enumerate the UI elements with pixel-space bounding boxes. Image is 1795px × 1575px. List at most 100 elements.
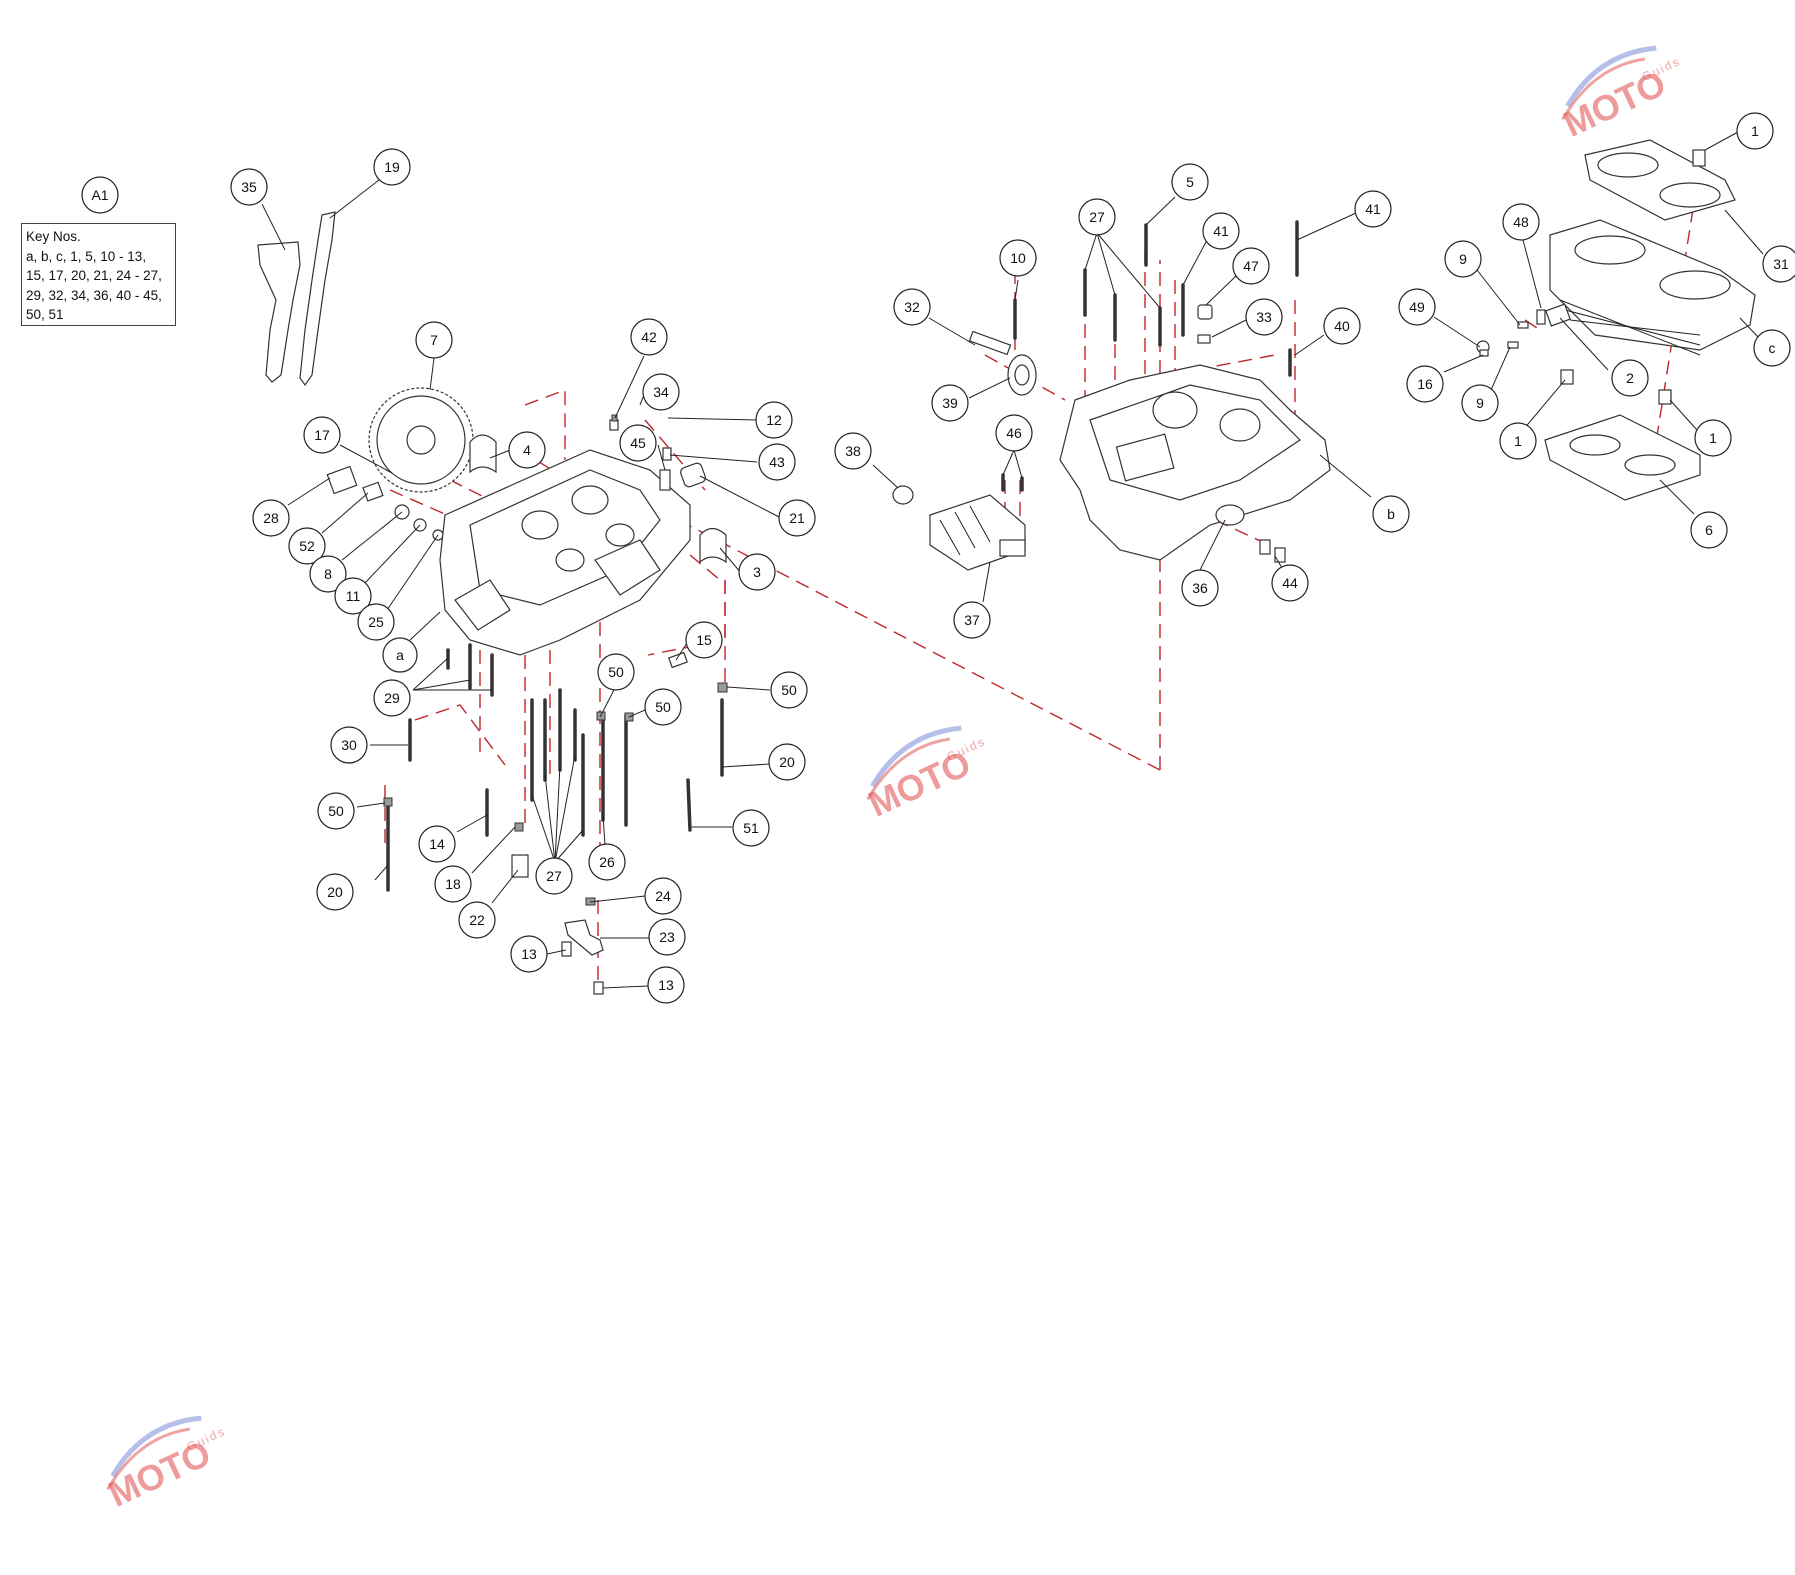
dowel-1a	[1692, 149, 1706, 167]
svg-text:46: 46	[1006, 425, 1022, 441]
svg-text:25: 25	[368, 614, 384, 630]
callout: 50	[644, 688, 682, 726]
svg-text:14: 14	[429, 836, 445, 852]
callout: 31	[1762, 245, 1795, 283]
callout: 21	[778, 499, 816, 537]
svg-text:12: 12	[766, 412, 782, 428]
part-52	[362, 481, 384, 502]
svg-text:42: 42	[641, 329, 657, 345]
svg-text:1: 1	[1514, 433, 1522, 449]
gasket-6	[1544, 414, 1701, 501]
bolt-44b	[1274, 547, 1286, 563]
callout: 11	[334, 577, 372, 615]
callout: 25	[357, 603, 395, 641]
screw-13a	[561, 941, 572, 957]
callout: 29	[373, 679, 411, 717]
svg-text:24: 24	[655, 888, 671, 904]
callout: 33	[1245, 298, 1283, 336]
gasket-31	[1584, 139, 1736, 221]
bolt-44a	[1259, 539, 1271, 555]
svg-text:c: c	[1769, 340, 1776, 356]
callout: 35	[230, 168, 268, 206]
callout: 52	[288, 527, 326, 565]
stud-48	[1536, 309, 1546, 325]
key-line: Key Nos.	[26, 229, 81, 244]
callout: 6	[1690, 511, 1728, 549]
chain-guide-35	[257, 241, 301, 383]
screw-9a	[1517, 321, 1529, 329]
callout: 34	[642, 373, 680, 411]
callout: 4	[508, 431, 546, 469]
screw-9b	[1507, 341, 1519, 349]
svg-text:6: 6	[1705, 522, 1713, 538]
callout: 20	[316, 873, 354, 911]
svg-text:22: 22	[469, 912, 485, 928]
gear-7-hub	[406, 425, 436, 455]
callout: 46	[995, 414, 1033, 452]
callout: 20	[768, 743, 806, 781]
callout: 41	[1354, 190, 1392, 228]
callout: 18	[434, 865, 472, 903]
part-15	[668, 651, 688, 669]
seal-36	[1215, 504, 1245, 526]
svg-text:30: 30	[341, 737, 357, 753]
callouts: A1 35 19 7 17 4 28 52 8 11 25 a 29 30 50…	[81, 112, 1795, 1004]
callout: 41	[1202, 212, 1240, 250]
callout: 1	[1736, 112, 1774, 150]
callout: 49	[1398, 288, 1436, 326]
bearing-shell-3	[699, 527, 727, 564]
svg-text:23: 23	[659, 929, 675, 945]
callout: 47	[1232, 247, 1270, 285]
callout: 22	[458, 901, 496, 939]
starter-motor-37	[929, 494, 1026, 571]
callout: 40	[1323, 307, 1361, 345]
callout: 42	[630, 318, 668, 356]
callout: 48	[1502, 203, 1540, 241]
svg-text:32: 32	[904, 299, 920, 315]
svg-text:43: 43	[769, 454, 785, 470]
callout: b	[1372, 495, 1410, 533]
callout: 20	[780, 754, 796, 770]
callout: 8	[309, 555, 347, 593]
callout: 27	[1078, 198, 1116, 236]
shaft-32	[968, 330, 1012, 356]
part-2	[1545, 303, 1571, 327]
callout: c	[1753, 329, 1791, 367]
svg-text:39: 39	[942, 395, 958, 411]
callout: 39	[931, 384, 969, 422]
callout: 28	[252, 499, 290, 537]
svg-text:8: 8	[324, 566, 332, 582]
callout: 45	[619, 424, 657, 462]
bearing-shell-4	[469, 434, 497, 474]
callout-assembly-ref: A1	[81, 176, 119, 214]
svg-text:27: 27	[546, 868, 562, 884]
key-line: a, b, c, 1, 5, 10 - 13,	[26, 248, 147, 264]
svg-text:17: 17	[314, 427, 330, 443]
key-line: 15, 17, 20, 21, 24 - 27,	[26, 268, 162, 283]
part-28	[326, 465, 358, 495]
washer-50	[717, 682, 728, 693]
callout: 23	[648, 918, 686, 956]
svg-text:37: 37	[964, 612, 980, 628]
svg-text:38: 38	[845, 443, 861, 459]
svg-text:7: 7	[430, 332, 438, 348]
key-numbers-box: Key Nos. a, b, c, 1, 5, 10 - 13, 15, 17,…	[21, 223, 176, 326]
callout: 7	[415, 321, 453, 359]
svg-text:13: 13	[658, 977, 674, 993]
svg-text:41: 41	[1365, 201, 1381, 217]
svg-text:19: 19	[384, 159, 400, 175]
svg-text:49: 49	[1409, 299, 1425, 315]
svg-text:34: 34	[653, 384, 669, 400]
svg-text:27: 27	[1089, 209, 1105, 225]
part-16	[1479, 349, 1489, 357]
callout: 44	[1271, 564, 1309, 602]
svg-text:A1: A1	[91, 187, 108, 203]
svg-text:18: 18	[445, 876, 461, 892]
callout: 51	[732, 809, 770, 847]
svg-text:31: 31	[1773, 256, 1789, 272]
callout: 5	[1171, 163, 1209, 201]
callout: 30	[330, 726, 368, 764]
callout: 15	[685, 621, 723, 659]
svg-text:35: 35	[241, 179, 257, 195]
svg-text:50: 50	[781, 682, 797, 698]
